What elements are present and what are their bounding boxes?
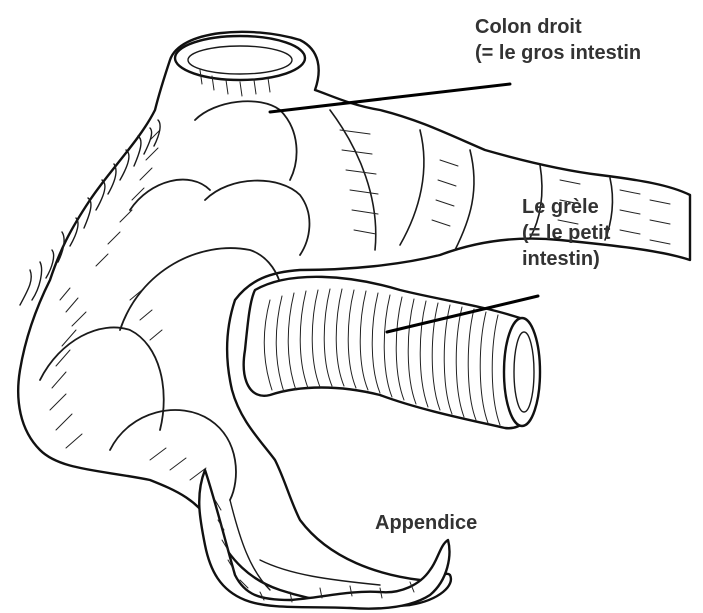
appendice-label-text: Appendice: [375, 510, 477, 536]
colon-label-line2: (= le gros intestin: [475, 40, 641, 66]
colon-label-line1: Colon droit: [475, 14, 641, 40]
grele-label-line1: Le grèle: [522, 194, 610, 220]
small-intestine-illustration: [244, 277, 540, 428]
grele-label: Le grèle (= le petit intestin): [522, 194, 610, 272]
grele-label-line2: (= le petit: [522, 220, 610, 246]
appendice-label: Appendice: [375, 510, 477, 536]
grele-label-line3: intestin): [522, 246, 610, 272]
colon-label: Colon droit (= le gros intestin: [475, 14, 641, 66]
